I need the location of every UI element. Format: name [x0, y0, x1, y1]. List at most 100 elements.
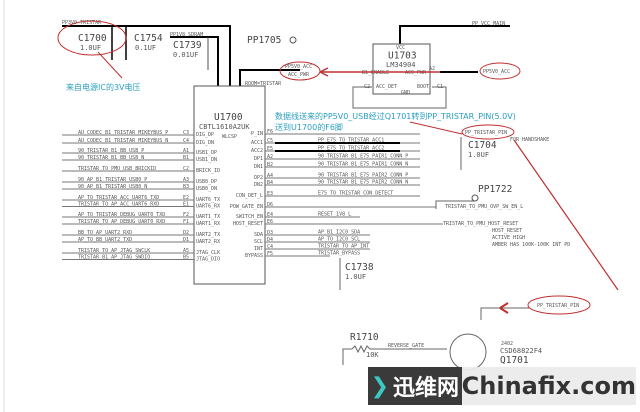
u1703-c2-name: ACC_DET [376, 84, 397, 90]
pinname-right-4: DN1 [254, 164, 263, 170]
pinname-right-14: BYPASS [245, 253, 263, 259]
net-right-2: PP_E75_TO_TRISTAR_ACC2 [318, 146, 384, 152]
arrowhead-tristar-pin [499, 302, 509, 314]
u1700-body [193, 85, 266, 285]
note-active-high: ACTIVE HIGH [492, 235, 525, 241]
net-right-5: 90_TRISTAR_B1_E75_PAIR2_CONN_P [318, 173, 408, 179]
u1700-ref: U1700 [214, 112, 243, 123]
pin-left-6: B3 [183, 184, 189, 190]
pin-left-3: B1 [183, 155, 189, 161]
highlight-c1700 [57, 20, 127, 56]
arrow-tristar-pin [513, 139, 619, 291]
net-right-14: TRISTAR_BYPASS [318, 251, 360, 257]
q1701-pkg: 2402 [501, 341, 513, 347]
pinname-right-7: CON_DET_L [236, 193, 263, 199]
u1703-a2-pin: A2 [429, 66, 435, 72]
net-left-12: AP_TO_BB_UART2_TXD [78, 237, 132, 243]
pin-right-0: F6 [267, 129, 273, 135]
room-label: ROOM=TRISTAR [245, 81, 282, 87]
pinname-left-11: UART2_TX [196, 232, 220, 238]
arrow-annotation [409, 121, 463, 135]
u1703-c1-name: BOOT [417, 84, 429, 90]
wire-u1703-bottom [352, 86, 447, 109]
net-left-11: BB_TO_AP_UART2_RXD [78, 230, 132, 236]
pin-right-10: E6 [267, 219, 273, 225]
wire-pp1722 [435, 200, 475, 209]
c1704-value: 1.0UF [468, 151, 489, 159]
net-reverse-gate: REVERSE_GATE [388, 343, 424, 349]
testpoint-pp1705 [289, 36, 297, 44]
net-left-4: TRISTAR_TO_PMU_USB_BRICKID [78, 166, 156, 172]
pin-left-1: C4 [183, 138, 189, 144]
r1710-value: 10K [366, 351, 379, 359]
highlight-tristar-pin [461, 124, 515, 140]
pinname-left-4: BRICK_ID [196, 168, 220, 174]
net-right-9: RESET_1V8_L [318, 212, 351, 218]
net-left-9: AP_TO_TRISTAR_DEBUG_UART0_TXD [78, 212, 165, 218]
c1738-value: 1.0UF [345, 273, 366, 281]
pinname-right-10: HOST_RESET [233, 221, 263, 227]
pin-left-11: D2 [183, 230, 189, 236]
net-left-2: 90_TRISTAR_B1_BB_USB_P [78, 148, 144, 154]
pin-right-8: D6 [267, 202, 273, 208]
net-tristar-pin-bottom: PP_TRISTAR_PIN [537, 303, 579, 309]
u1703-part: LM34904 [386, 61, 416, 69]
u1703-b1-name: B1_ENABLE [362, 70, 389, 76]
pin-right-7: E3 [267, 191, 273, 197]
net-right-7: E75_TO_TRISTAR_CON_DETECT [318, 191, 393, 197]
net-left-10: TRISTAR_TO_AP_DEBUG_UART0_RXD [78, 219, 165, 225]
pp1722-label: PP1722 [478, 184, 512, 195]
wire-vcc-main [399, 25, 510, 44]
pin-left-7: E2 [183, 195, 189, 201]
net-right-11: AP_B1_I2C0_SDA [318, 230, 360, 236]
pinname-left-9: UART1_TX [196, 214, 220, 220]
pinname-left-13: JTAG_CLK [196, 250, 220, 256]
pin-right-12: D4 [267, 237, 273, 243]
handshake-note: FOR HANDSHAKE [510, 137, 549, 143]
q1701-ref: Q1701 [500, 355, 529, 366]
pinname-left-8: UART6_RX [196, 204, 220, 210]
net-pp3v0-tristar: PP3V0_TRISTAR [62, 20, 102, 26]
pin-left-9: F2 [183, 212, 189, 218]
net-left-3: 90_TRISTAR_B1_BB_USB_N [78, 155, 144, 161]
net-left-8: TRISTAR_TO_AP_ACC_UART6_RXD [78, 202, 159, 208]
wire-3v0 [62, 25, 231, 86]
watermark-logo-icon: ❯ [370, 373, 390, 399]
net-pp5v0-acc: PP5V0_ACC [285, 64, 312, 70]
u1700-pkg: WLCSP [222, 134, 237, 140]
pin-right-5: A4 [267, 173, 273, 179]
pinname-right-5: DP2 [254, 175, 263, 181]
q1701-symbol [449, 333, 487, 371]
u1703-a2-name: ACC_PWR [405, 70, 427, 76]
pinname-left-10: UART1_RX [196, 221, 220, 227]
c1738-ref: C1738 [345, 262, 374, 273]
net-ovp: TRISTAR_TO_PMU_OVP_SW_EN_L [445, 204, 523, 210]
net-left-14: TRISTAR_B1_AP_JTAG_SWDIO [78, 255, 150, 261]
pinname-left-12: UART2_RX [196, 239, 220, 245]
net-vcc-main: PP_VCC_MAIN [472, 21, 505, 27]
annotation-line2: 送到U1700的F6脚 [275, 122, 343, 132]
u1703-ref: U1703 [388, 51, 417, 62]
highlight-tristar-pin-bottom [527, 295, 591, 315]
c1739-ref: C1739 [173, 40, 202, 51]
net-right-13: TRISTAR_TO_AP_INT [318, 244, 369, 250]
r1710-ref: R1710 [350, 332, 379, 343]
pin-left-4: C2 [183, 166, 189, 172]
net-left-5: 90_AP_B1_TRISTAR_USB0_P [78, 177, 147, 183]
u1700-part: CBTL1610A2UK [199, 123, 250, 131]
c1700-value: 1.0UF [80, 44, 101, 52]
pinname-right-12: SCL [254, 239, 263, 245]
net-left-0: AU_CODEC_B1_TRISTAR_MIKEYBUS_P [78, 130, 168, 136]
net-left-7: AP_TO_TRISTAR_ACC_UART6_TXD [78, 195, 159, 201]
pinname-left-6: USB0_DN [196, 186, 217, 192]
pin-right-3: A2 [267, 154, 273, 160]
net-acc-pwr: ACC_PWR [288, 72, 310, 78]
net-tristar-pin: PP_TRISTAR_PIN [465, 130, 507, 136]
arrow-c1700 [97, 51, 123, 79]
c1754-value: 0.1UF [135, 44, 156, 52]
pinname-right-2: ACC2 [251, 148, 263, 154]
pinname-left-1: DIG_DN [196, 140, 214, 146]
watermark: ❯迅维网 Chinafix.com [368, 367, 636, 405]
net-right-12: AP_TO_I2C0_SCL [318, 237, 360, 243]
arrowhead-acc [319, 67, 329, 77]
